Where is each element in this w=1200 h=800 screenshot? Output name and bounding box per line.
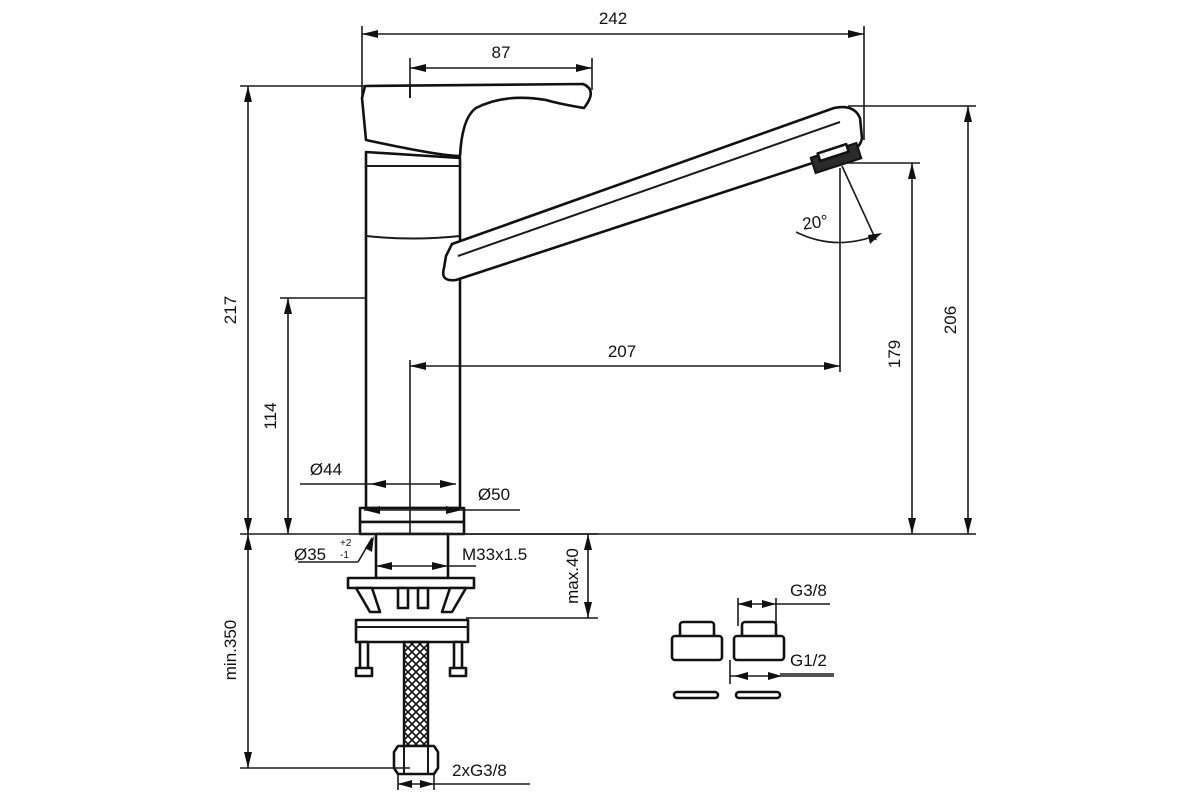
dim-hole-diameter: Ø35 +2 -1 — [294, 536, 374, 564]
label-max-thickness: max.40 — [563, 548, 582, 604]
label-body-diameter: Ø44 — [310, 460, 342, 479]
spout — [441, 105, 864, 282]
label-hole-value: Ø35 — [294, 545, 326, 564]
dim-hose-connections: 2xG3/8 — [398, 761, 530, 788]
dim-spout-base-height: 114 — [261, 298, 292, 534]
dim-handle-width: 87 — [410, 43, 592, 72]
label-spout-height-outer: 206 — [941, 306, 960, 334]
extension-lines — [240, 26, 976, 790]
lever-handle — [360, 82, 593, 158]
braided-hose — [402, 640, 430, 748]
dim-body-diameter: Ø44 — [300, 460, 456, 488]
label-adapter-outer: G1/2 — [790, 651, 827, 670]
label-min-hose-length: min.350 — [221, 620, 240, 680]
label-thread: M33x1.5 — [462, 545, 527, 564]
label-handle-width: 87 — [492, 43, 511, 62]
label-total-width: 242 — [599, 9, 627, 28]
label-total-height: 217 — [221, 296, 240, 324]
dim-spout-reach: 207 — [410, 342, 840, 370]
label-rotation-angle: 20° — [801, 211, 829, 233]
label-hole-diameter: Ø35 — [294, 545, 326, 564]
mounting-hardware — [346, 532, 476, 776]
dim-thread: M33x1.5 — [376, 545, 527, 570]
dim-total-width: 242 — [362, 9, 864, 38]
label-spout-height-inner: 179 — [885, 340, 904, 368]
dim-max-thickness: max.40 — [563, 534, 592, 618]
label-adapter-inner: G3/8 — [790, 581, 827, 600]
adapter-right — [732, 620, 786, 700]
label-hose-connections: 2xG3/8 — [452, 761, 507, 780]
label-base-diameter: Ø50 — [478, 485, 510, 504]
label-spout-base-height: 114 — [261, 402, 280, 429]
label-spout-reach: 207 — [608, 342, 636, 361]
dim-adapter-inner: G3/8 — [738, 581, 830, 608]
dim-spout-height-inner: 179 — [885, 163, 916, 534]
dim-base-diameter: Ø50 — [364, 485, 520, 514]
label-hole-tol-plus: +2 — [340, 538, 352, 549]
faucet-body — [360, 82, 864, 510]
label-hole-tol-minus: -1 — [340, 550, 349, 561]
dim-adapter-outer: G1/2 — [730, 651, 834, 680]
dim-total-height: 217 — [221, 86, 252, 534]
dim-rotation-angle: 20° — [795, 211, 882, 244]
adapter-left — [670, 620, 724, 700]
dim-min-hose-length: min.350 — [221, 534, 252, 768]
dim-spout-height-outer: 206 — [941, 106, 972, 534]
